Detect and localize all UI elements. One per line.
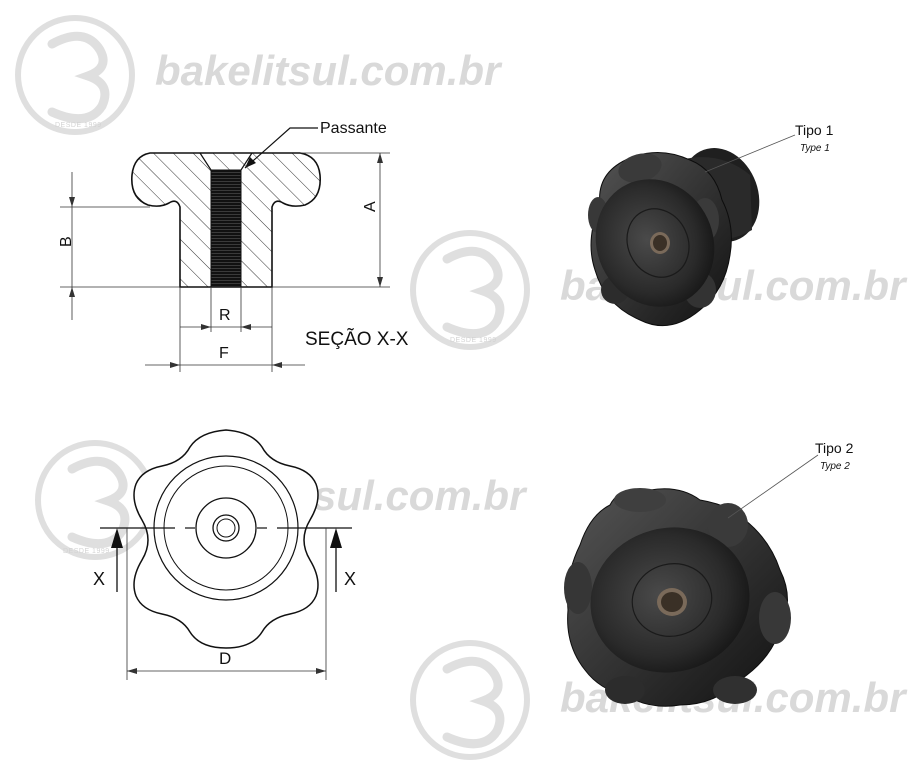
watermark-logo-caption: DESDE 1999 — [450, 337, 497, 344]
watermark-logo-bottom — [410, 640, 530, 760]
callout-passante: Passante — [320, 120, 387, 137]
dim-r-label: R — [219, 307, 231, 324]
watermark-logo-caption: DESDE 1999 — [55, 122, 102, 129]
type1-label: Tipo 1 — [795, 122, 834, 138]
section-title: SEÇÃO X-X — [305, 328, 409, 350]
watermark-text-top: bakelitsul.com.br — [155, 47, 503, 94]
dim-d-label: D — [219, 649, 231, 668]
section-view: Passante A B R F SEÇÃO X-X — [58, 120, 409, 372]
knob-type1-render: Tipo 1 Type 1 — [588, 122, 834, 327]
watermark-logo-middle: DESDE 1999 — [410, 230, 530, 350]
callout-leader — [244, 127, 318, 169]
watermark-logo-top-left: DESDE 1999 — [15, 15, 135, 135]
dim-f-label: F — [219, 345, 229, 362]
watermark-logo-caption: DESDE 1999 — [63, 548, 110, 555]
threaded-bore — [210, 169, 242, 288]
type2-label: Tipo 2 — [815, 440, 854, 456]
section-mark-right: X — [344, 569, 356, 589]
type1-sublabel: Type 1 — [800, 143, 830, 154]
section-mark-left: X — [93, 569, 105, 589]
knob-outline-top — [133, 429, 319, 649]
callout-arrowhead — [245, 157, 256, 168]
top-view: X X D — [93, 429, 356, 680]
dim-b-label: B — [58, 236, 75, 247]
dim-a-label: A — [362, 201, 379, 212]
knob-type2-render: Tipo 2 Type 2 — [564, 440, 854, 707]
type2-sublabel: Type 2 — [820, 461, 850, 472]
